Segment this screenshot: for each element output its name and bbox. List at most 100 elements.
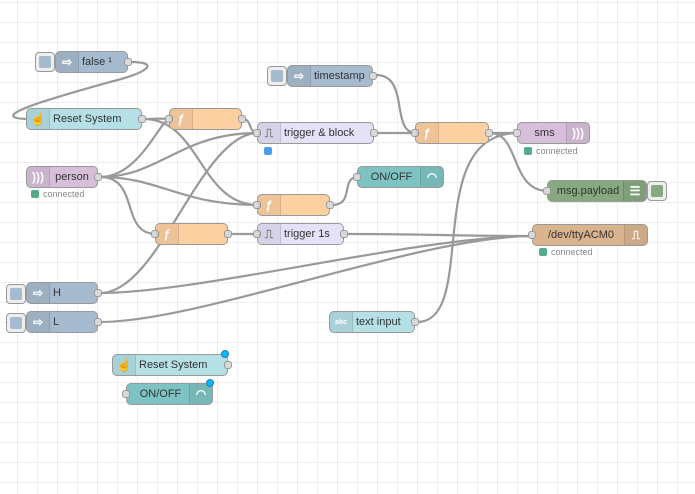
input-port[interactable]	[543, 187, 551, 195]
signal-icon: )))	[566, 123, 589, 143]
wire[interactable]	[99, 175, 157, 236]
node-label: trigger & block	[284, 127, 355, 139]
node-label: H	[53, 287, 61, 299]
node-label: ON/OFF	[370, 171, 413, 183]
node-changed-indicator	[221, 350, 229, 358]
status-text: connected	[551, 247, 593, 257]
hand-pointer-icon: ☝	[27, 109, 50, 129]
status-dot	[539, 248, 547, 256]
wire[interactable]	[143, 117, 259, 207]
output-port[interactable]	[340, 230, 348, 238]
wire[interactable]	[99, 175, 259, 207]
wire[interactable]	[375, 73, 417, 135]
node-label: sms	[534, 127, 555, 139]
status-text: connected	[43, 189, 85, 199]
status-dot	[31, 190, 39, 198]
function-node[interactable]: ƒ	[151, 223, 232, 245]
signal-icon: )))	[27, 167, 50, 187]
serial-out-node[interactable]: /dev/ttyACM0 ⎍	[528, 224, 648, 246]
function-icon: ƒ	[170, 109, 193, 129]
debug-toggle-button[interactable]	[647, 181, 667, 201]
output-port[interactable]	[224, 361, 232, 369]
input-port[interactable]	[165, 115, 173, 123]
output-port[interactable]	[411, 318, 419, 326]
inject-node-l[interactable]: ⇨ L	[26, 311, 102, 333]
status-text: connected	[536, 146, 578, 156]
function-node[interactable]: ƒ	[253, 194, 334, 216]
wire[interactable]	[99, 131, 259, 295]
inject-trigger-button[interactable]	[6, 284, 26, 304]
wire[interactable]	[99, 131, 259, 179]
trigger-node-block[interactable]: ⎍ trigger & block	[253, 122, 378, 144]
gauge-node-onoff-2[interactable]: ON/OFF ◠	[122, 383, 213, 405]
function-icon: ƒ	[258, 195, 281, 215]
inject-trigger-button[interactable]	[35, 52, 55, 72]
node-status: connected	[31, 189, 85, 199]
inject-node-timestamp[interactable]: ⇨ timestamp	[287, 65, 377, 87]
trigger-icon: ⎍	[258, 224, 281, 244]
output-port[interactable]	[369, 72, 377, 80]
trigger-icon: ⎍	[258, 123, 281, 143]
output-port[interactable]	[370, 129, 378, 137]
wire[interactable]	[416, 131, 519, 324]
button-node-reset-system-2[interactable]: ☝ Reset System	[112, 354, 232, 376]
arrow-right-icon: ⇨	[56, 52, 79, 72]
input-port[interactable]	[528, 231, 536, 239]
node-label: Reset System	[53, 113, 122, 125]
node-label: L	[53, 316, 60, 328]
input-port[interactable]	[253, 230, 261, 238]
function-icon: ƒ	[156, 224, 179, 244]
arrow-right-icon: ⇨	[288, 66, 311, 86]
output-port[interactable]	[224, 230, 232, 238]
serial-icon: ⎍	[624, 225, 647, 245]
function-icon: ƒ	[416, 123, 439, 143]
output-port[interactable]	[138, 115, 146, 123]
arrow-right-icon: ⇨	[27, 283, 50, 303]
trigger-node-1s[interactable]: ⎍ trigger 1s	[253, 223, 348, 245]
node-status: connected	[524, 146, 578, 156]
node-label: person	[55, 171, 89, 183]
output-port[interactable]	[485, 129, 493, 137]
output-port[interactable]	[326, 201, 334, 209]
input-port[interactable]	[151, 230, 159, 238]
wire[interactable]	[331, 175, 359, 207]
node-label: msg.payload	[556, 185, 620, 197]
inject-node-h[interactable]: ⇨ H	[26, 282, 102, 304]
output-port[interactable]	[94, 289, 102, 297]
button-node-reset-system[interactable]: ☝ Reset System	[26, 108, 146, 130]
input-port[interactable]	[353, 173, 361, 181]
text-input-icon: abc	[330, 312, 353, 332]
output-port[interactable]	[124, 58, 132, 66]
wire[interactable]	[12, 60, 149, 121]
wire[interactable]	[345, 232, 534, 238]
output-port[interactable]	[94, 173, 102, 181]
sms-out-node[interactable]: sms )))	[513, 122, 590, 144]
node-status-indicator	[264, 147, 272, 155]
inject-trigger-button[interactable]	[6, 313, 26, 333]
inject-trigger-button[interactable]	[267, 66, 287, 86]
wire[interactable]	[99, 234, 534, 295]
function-node[interactable]: ƒ	[165, 108, 246, 130]
gauge-node-onoff[interactable]: ON/OFF ◠	[353, 166, 444, 188]
input-port[interactable]	[513, 129, 521, 137]
output-port[interactable]	[94, 318, 102, 326]
input-port[interactable]	[253, 129, 261, 137]
input-port[interactable]	[253, 201, 261, 209]
inject-node-false[interactable]: ⇨ false ¹	[55, 51, 132, 73]
output-port[interactable]	[238, 115, 246, 123]
node-label: Reset System	[139, 359, 208, 371]
text-input-node[interactable]: abc text input	[329, 311, 419, 333]
hand-pointer-icon: ☝	[113, 355, 136, 375]
status-dot	[524, 147, 532, 155]
sms-in-node-person[interactable]: ))) person	[26, 166, 102, 188]
arrow-right-icon: ⇨	[27, 312, 50, 332]
function-node[interactable]: ƒ	[411, 122, 493, 144]
list-icon: ☰	[623, 181, 646, 201]
input-port[interactable]	[122, 390, 130, 398]
wire[interactable]	[99, 234, 534, 324]
node-label: text input	[356, 316, 401, 328]
input-port[interactable]	[411, 129, 419, 137]
gauge-icon: ◠	[420, 167, 443, 187]
debug-node-payload[interactable]: msg.payload ☰	[543, 180, 647, 202]
